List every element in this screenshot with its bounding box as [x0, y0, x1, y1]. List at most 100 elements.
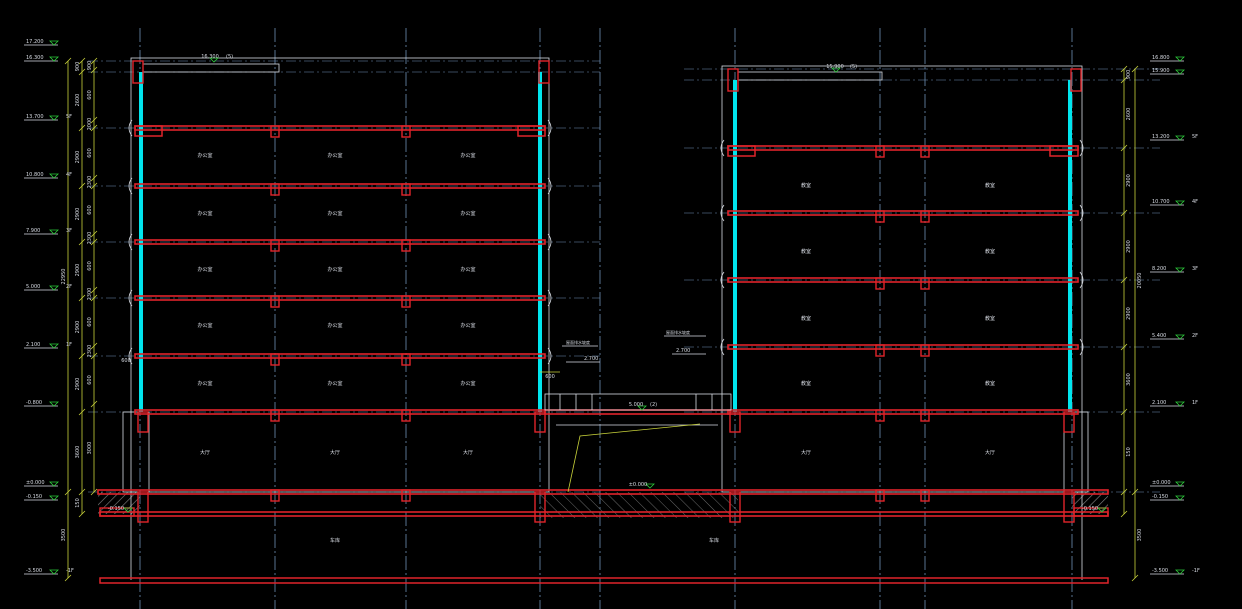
facade-bay-arc — [547, 233, 552, 251]
walls — [99, 57, 1109, 584]
right-roof-parapet — [737, 71, 883, 81]
left-dim-sub-label: 600 — [87, 205, 93, 215]
left-dim-inner-label: 2900 — [75, 321, 81, 334]
dim-600-label: 600 — [121, 358, 131, 364]
left-level-mark-value: 16.300 — [26, 55, 44, 61]
roof-level-triangle — [209, 57, 219, 63]
left-dim-inner-label: 2600 — [75, 94, 81, 107]
right-level-mark-tag: 1F — [1192, 400, 1198, 406]
right-dim-inner-tick — [1120, 65, 1128, 73]
column-section — [920, 210, 930, 223]
bridge-truss — [544, 393, 732, 411]
ground-level-triangle — [1097, 507, 1107, 513]
column-section — [270, 125, 280, 138]
dimension-chains — [64, 57, 1139, 582]
column-section — [270, 295, 280, 308]
column-section — [920, 277, 930, 290]
left-level-mark-tag: -1F — [66, 568, 74, 574]
column-section — [401, 489, 411, 502]
floor-slab — [134, 295, 546, 301]
column-section — [401, 183, 411, 196]
beam-drop — [517, 125, 546, 137]
left-dim-sub-label: 2300 — [87, 176, 93, 189]
column-section — [401, 295, 411, 308]
column-section — [270, 489, 280, 502]
left-dim-sub-tick — [90, 238, 98, 246]
room-label: 办公室 — [327, 322, 342, 329]
room-label: 办公室 — [197, 266, 212, 273]
left-level-mark-triangle — [49, 40, 59, 46]
column-section — [875, 145, 885, 158]
column-section — [920, 489, 930, 502]
left-level-mark-value: 10.800 — [26, 172, 44, 178]
room-label: 大厅 — [801, 449, 811, 456]
left-dim-outer-tick — [64, 488, 72, 496]
right-level-mark-tag: -1F — [1192, 568, 1200, 574]
right-dim-outer-tick — [1131, 65, 1139, 73]
left-dim-inner-label: 2900 — [75, 264, 81, 277]
right-level-mark-value: -0.150 — [1152, 494, 1168, 500]
left-roof-parapet — [142, 63, 280, 73]
left-dim-sub-label: 600 — [87, 261, 93, 271]
ground-level-triangle — [645, 483, 655, 489]
left-dim-inner-tick — [78, 408, 86, 416]
column-section — [875, 210, 885, 223]
facade-bay-arc — [128, 347, 133, 365]
left-dim-sub-tick — [90, 400, 98, 408]
right-dim-inner-label: 150 — [1126, 447, 1132, 457]
left-level-mark-triangle — [49, 343, 59, 349]
right-dim-inner-label: 900 — [1126, 70, 1132, 80]
left-dim-sub-label: 600 — [87, 148, 93, 158]
drainage-note: 屋面排水坡度 — [666, 329, 690, 335]
right-level-mark-triangle — [1175, 267, 1185, 273]
room-label: 大厅 — [330, 449, 340, 456]
left-level-mark-tag: 4F — [66, 172, 72, 178]
column-section — [875, 277, 885, 290]
left-dim-inner-tick — [78, 488, 86, 496]
right-level-mark-triangle — [1175, 56, 1185, 62]
axis-grid-lines — [88, 28, 1160, 609]
left-dim-sub-label: 2300 — [87, 345, 93, 358]
left-dim-sub-tick — [90, 57, 98, 65]
column-section — [401, 125, 411, 138]
room-label: 教室 — [985, 315, 995, 322]
facade-bay-arc — [547, 347, 552, 365]
left-dim-sub-tick — [90, 116, 98, 124]
room-label: 办公室 — [327, 266, 342, 273]
facade-bay-arc — [547, 177, 552, 195]
right-level-mark-triangle — [1175, 495, 1185, 501]
room-label: 大厅 — [463, 449, 473, 456]
right-level-mark-value: 2.100 — [1152, 400, 1166, 406]
left-dim-sub-label: 2300 — [87, 232, 93, 245]
right-building-outline — [721, 65, 1083, 493]
details — [128, 119, 1084, 493]
room-label: 办公室 — [197, 152, 212, 159]
drainage-value: 2.700 — [676, 348, 690, 354]
left-dim-sub-tick — [90, 230, 98, 238]
base-ledge — [99, 507, 135, 517]
roof-level-triangle — [831, 67, 841, 73]
right-level-mark-value: 15.900 — [1152, 68, 1170, 74]
floor-slab — [727, 409, 1079, 415]
floor-slab — [134, 183, 546, 189]
left-dim-inner-label: 2900 — [75, 208, 81, 221]
left-dim-inner-tick — [78, 57, 86, 65]
left-dim-inner-label: 3600 — [75, 446, 81, 459]
bridge-level-triangle — [637, 405, 647, 411]
right-level-mark-value: 13.200 — [1152, 134, 1170, 140]
left-dim-sub-label: 600 — [87, 375, 93, 385]
edge-column — [534, 491, 546, 523]
room-label: 办公室 — [327, 210, 342, 217]
right-dim-inner-label: 2900 — [1126, 240, 1132, 253]
ground-level-value: -0.150 — [108, 506, 124, 512]
left-dim-sub-tick — [90, 174, 98, 182]
ground-level-value: ±0.000 — [629, 482, 648, 488]
edge-column — [1063, 411, 1075, 433]
column-section — [401, 409, 411, 422]
right-level-mark-triangle — [1175, 334, 1185, 340]
ground-level-value: -0.150 — [1082, 506, 1098, 512]
right-dim-inner-tick — [1120, 276, 1128, 284]
left-dim-inner-tick — [78, 352, 86, 360]
left-level-mark-triangle — [49, 285, 59, 291]
